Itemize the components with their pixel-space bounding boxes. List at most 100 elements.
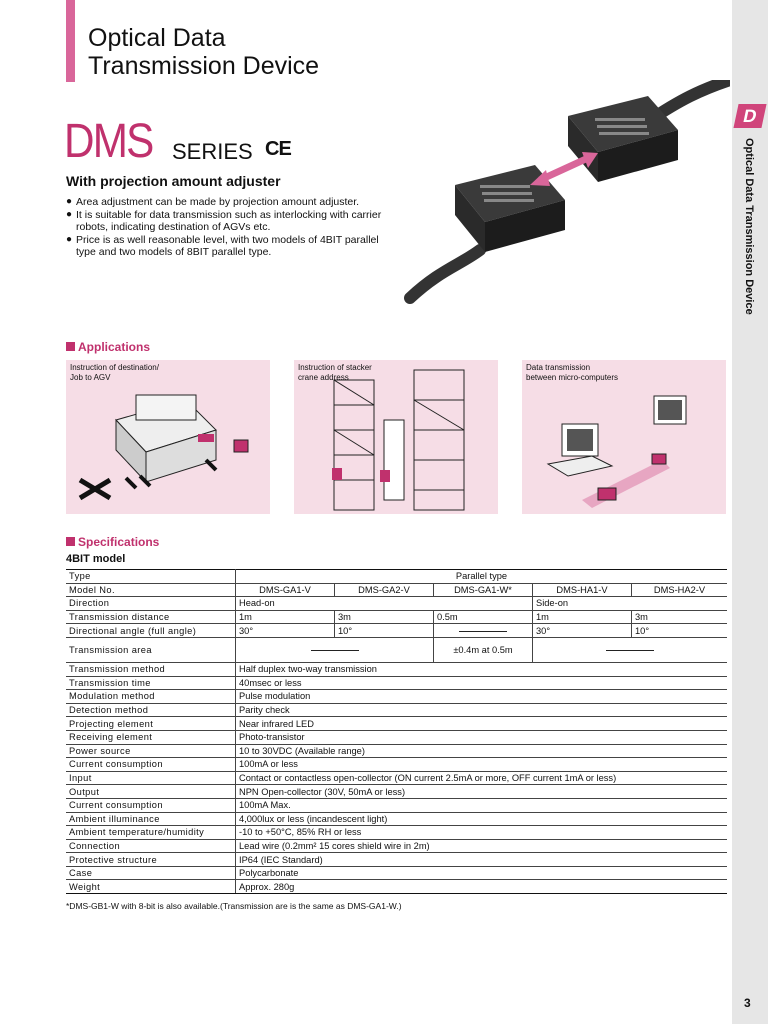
row-label: Transmission area	[66, 637, 236, 663]
table-cell: DMS-HA2-V	[631, 583, 727, 598]
series-word: SERIES	[172, 139, 253, 164]
page-title-line2: Transmission Device	[88, 52, 320, 80]
table-cell: 4,000lux or less (incandescent light)	[235, 812, 727, 827]
table-cell: DMS-GA2-V	[334, 583, 434, 598]
stacker-crane-illustration	[332, 369, 465, 511]
table-cell: Parallel type	[235, 569, 727, 584]
application-label: Data transmission between micro-computer…	[526, 363, 619, 382]
table-row: Direction Head-on Side-on	[66, 596, 727, 611]
table-cell: Near infrared LED	[235, 716, 727, 731]
table-cell-empty	[235, 637, 434, 663]
table-cell: 100mA Max.	[235, 798, 727, 813]
feature-item: It is suitable for data transmission suc…	[66, 209, 386, 234]
row-label: Weight	[66, 879, 236, 895]
table-footnote: *DMS-GB1-W with 8-bit is also available.…	[66, 901, 402, 911]
table-cell: 10°	[631, 623, 727, 638]
model-heading: 4BIT model	[66, 553, 126, 565]
table-cell: Head-on	[235, 596, 533, 611]
row-label: Ambient illuminance	[66, 812, 236, 827]
series-name: DMS	[64, 115, 154, 168]
row-label: Protective structure	[66, 852, 236, 867]
table-row: Directional angle (full angle) 30° 10° 3…	[66, 623, 727, 638]
row-label: Ambient temperature/humidity	[66, 825, 236, 840]
table-cell: -10 to +50°C, 85% RH or less	[235, 825, 727, 840]
row-label: Power source	[66, 744, 236, 759]
table-cell: Lead wire (0.2mm² 15 cores shield wire i…	[235, 839, 727, 854]
row-label: Model No.	[66, 583, 236, 598]
applications-heading-text: Applications	[78, 340, 151, 354]
feature-list: Area adjustment can be made by projectio…	[66, 196, 386, 259]
table-row: Type Parallel type	[66, 569, 727, 584]
row-label: Transmission time	[66, 676, 236, 691]
table-cell: 1m	[235, 610, 335, 625]
table-cell: 1m	[532, 610, 632, 625]
table-cell: Side-on	[532, 596, 727, 611]
table-cell: 100mA or less	[235, 757, 727, 772]
row-label: Type	[66, 569, 236, 584]
table-cell: ±0.4m at 0.5m	[433, 637, 533, 663]
table-cell: DMS-GA1-V	[235, 583, 335, 598]
table-cell: 40msec or less	[235, 676, 727, 691]
application-micro-computers: Data transmission between micro-computer…	[522, 360, 726, 514]
applications-heading: Applications	[66, 340, 150, 354]
heading-marker	[66, 537, 75, 546]
table-cell: 3m	[334, 610, 434, 625]
table-cell: 30°	[532, 623, 632, 638]
table-cell: NPN Open-collector (30V, 50mA or less)	[235, 784, 727, 799]
table-cell: 3m	[631, 610, 727, 625]
application-agv: Instruction of destination/ Job to AGV	[66, 360, 270, 514]
sidebar-strip	[732, 0, 768, 1024]
specifications-heading: Specifications	[66, 535, 159, 549]
product-photo	[404, 80, 730, 304]
table-cell: Parity check	[235, 703, 727, 718]
row-label: Current consumption	[66, 798, 236, 813]
table-cell: 10 to 30VDC (Available range)	[235, 744, 727, 759]
table-cell: Polycarbonate	[235, 866, 727, 881]
table-cell-empty	[532, 637, 727, 663]
row-label: Case	[66, 866, 236, 881]
table-cell: Contact or contactless open-collector (O…	[235, 771, 727, 786]
row-label: Input	[66, 771, 236, 786]
table-cell: 0.5m	[433, 610, 533, 625]
row-label: Receiving element	[66, 730, 236, 745]
row-label: Projecting element	[66, 716, 236, 731]
table-cell: Approx. 280g	[235, 879, 727, 895]
table-cell: IP64 (IEC Standard)	[235, 852, 727, 867]
row-label: Modulation method	[66, 689, 236, 704]
heading-marker	[66, 342, 75, 351]
computers-illustration	[546, 395, 687, 508]
application-label: Instruction of stacker crane address	[298, 363, 372, 382]
ce-mark: CE	[265, 138, 292, 160]
table-row: Transmission distance 1m 3m 0.5m 1m 3m	[66, 610, 727, 625]
table-cell: 10°	[334, 623, 434, 638]
table-row: Ambient temperature/humidity-10 to +50°C…	[66, 825, 727, 840]
table-cell: DMS-HA1-V	[532, 583, 632, 598]
table-cell-empty	[433, 623, 533, 638]
table-row: Model No. DMS-GA1-V DMS-GA2-V DMS-GA1-W*…	[66, 583, 727, 598]
table-cell: 30°	[235, 623, 335, 638]
title-accent-bar	[66, 0, 75, 82]
section-logo: D	[733, 104, 767, 128]
table-cell: Half duplex two-way transmission	[235, 662, 727, 677]
table-row: Transmission area ±0.4m at 0.5m	[66, 637, 727, 663]
dash-mark	[310, 650, 359, 652]
row-label: Transmission method	[66, 662, 236, 677]
row-label: Directional angle (full angle)	[66, 623, 236, 638]
sidebar-section-label: Optical Data Transmission Device	[743, 138, 755, 315]
row-label: Direction	[66, 596, 236, 611]
row-label: Detection method	[66, 703, 236, 718]
product-subtitle: With projection amount adjuster	[66, 173, 281, 189]
specifications-table: Type Parallel type Model No. DMS-GA1-V D…	[66, 569, 727, 895]
